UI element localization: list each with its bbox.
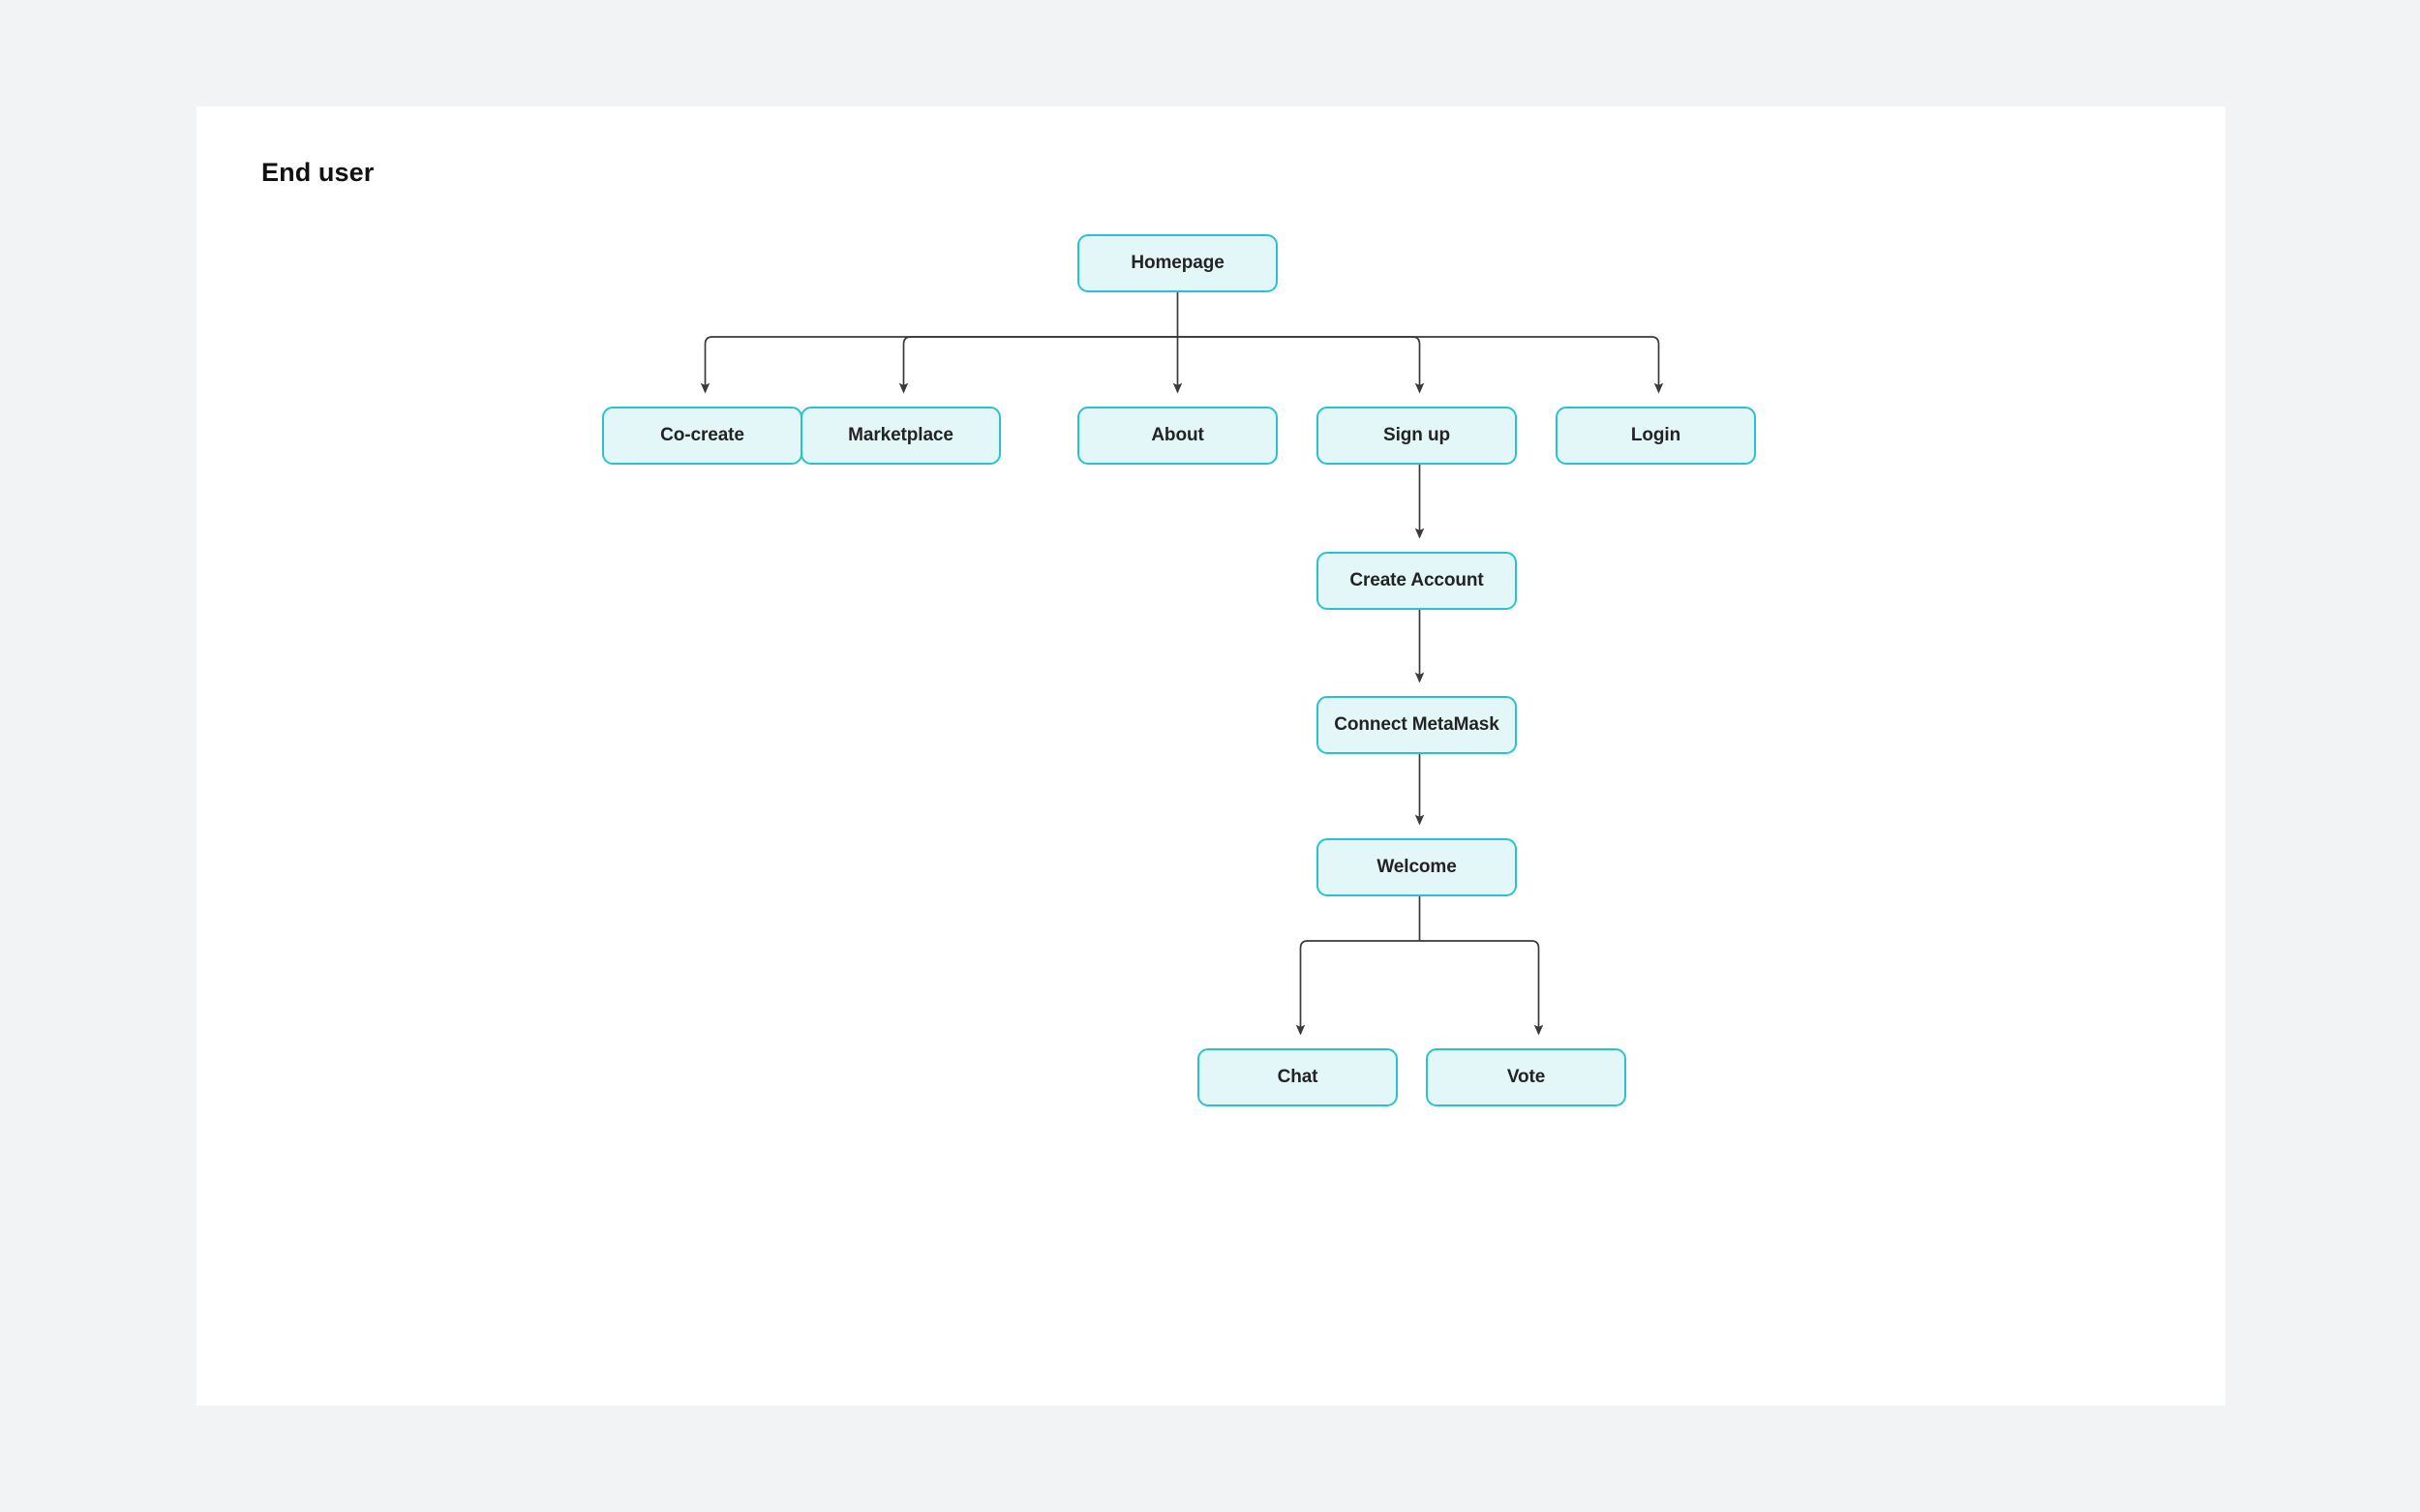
edge-homepage-to-co-create [700, 336, 1178, 394]
page-title: End user [261, 158, 375, 187]
node-label: Homepage [1131, 253, 1225, 273]
node-label: Chat [1277, 1067, 1318, 1087]
node-label: Create Account [1349, 570, 1484, 590]
edge-homepage-to-sign-up [1177, 336, 1425, 394]
node-welcome[interactable]: Welcome [1316, 838, 1517, 896]
node-sign-up[interactable]: Sign up [1316, 407, 1517, 465]
node-co-create[interactable]: Co-create [602, 407, 802, 465]
node-label: Sign up [1383, 425, 1450, 445]
edge-welcome-to-chat [1295, 940, 1420, 1036]
edge-welcome-to-vote [1419, 940, 1544, 1036]
node-marketplace[interactable]: Marketplace [801, 407, 1001, 465]
diagram-canvas: Homepage Co-create Marketplace About Sig… [197, 106, 2225, 1406]
node-connect-metamask[interactable]: Connect MetaMask [1316, 696, 1517, 754]
node-login[interactable]: Login [1556, 407, 1756, 465]
edge-homepage-to-login [1177, 336, 1664, 394]
node-label: Connect MetaMask [1334, 714, 1499, 735]
node-label: Marketplace [848, 425, 953, 445]
node-label: Welcome [1376, 857, 1457, 877]
node-vote[interactable]: Vote [1426, 1048, 1626, 1106]
node-homepage[interactable]: Homepage [1077, 234, 1278, 292]
node-about[interactable]: About [1077, 407, 1278, 465]
node-label: Login [1630, 425, 1681, 445]
node-label: Co-create [660, 425, 744, 445]
edge-layer [700, 292, 1664, 1036]
node-create-account[interactable]: Create Account [1316, 552, 1517, 610]
node-chat[interactable]: Chat [1197, 1048, 1398, 1106]
node-label: Vote [1506, 1067, 1546, 1087]
node-label: About [1151, 425, 1204, 445]
edge-homepage-to-marketplace [898, 336, 1178, 394]
